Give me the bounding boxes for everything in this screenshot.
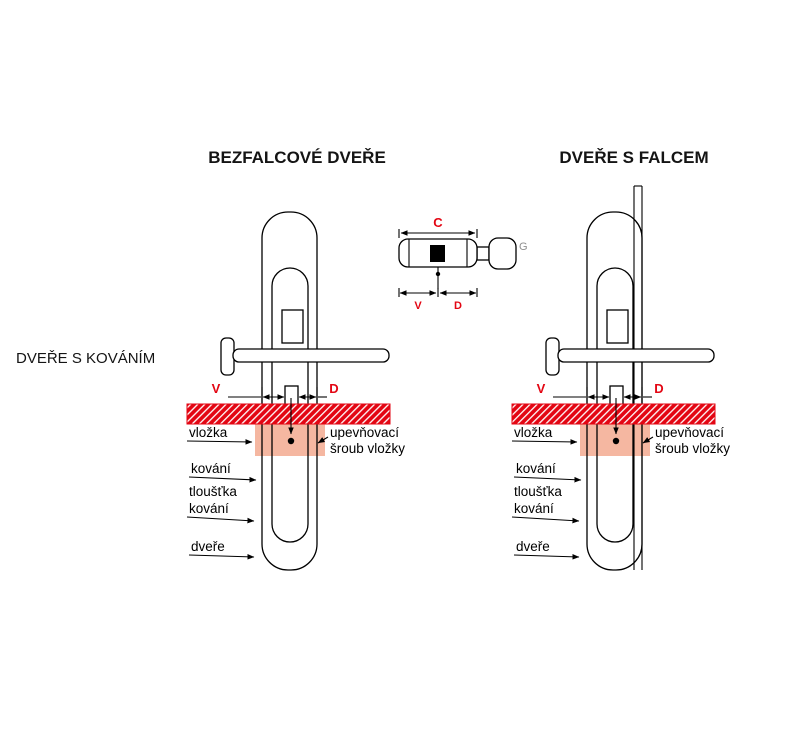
diagram-s-falcem: V D vložka kování tloušťka kování dveře … <box>511 185 730 571</box>
inset-dim-c-label: C <box>433 215 443 230</box>
label-tloustka-line2: kování <box>189 501 229 516</box>
dim-v-label: V <box>212 381 221 396</box>
label-sroub-line1: upevňovací <box>655 425 724 440</box>
leader-dvere <box>188 553 255 560</box>
label-tloustka-line1: tloušťka <box>514 484 562 499</box>
screw-dot <box>287 437 295 445</box>
title-s-falcem: DVEŘE S FALCEM <box>559 148 708 167</box>
dim-v-label: V <box>537 381 546 396</box>
cylinder-inset: C G V D <box>398 215 528 312</box>
measure-bar <box>186 403 391 425</box>
label-sroub-line2: šroub vložky <box>330 441 405 456</box>
dim-d-label: D <box>654 381 663 396</box>
knob-g-label: G <box>519 241 528 253</box>
label-dvere: dveře <box>191 539 225 554</box>
keyhole-cam <box>430 245 445 262</box>
thumbturn-knob <box>488 237 517 270</box>
handle-knob <box>545 337 560 376</box>
leader-tloustka <box>511 516 580 524</box>
label-kovani: kování <box>191 461 231 476</box>
label-sroub-line2: šroub vložky <box>655 441 730 456</box>
inset-dim-v-label: V <box>414 300 422 312</box>
leader-sroub <box>317 436 329 444</box>
cylinder-screw-hole <box>435 271 441 277</box>
leader-dvere <box>513 553 580 560</box>
label-tloustka-line1: tloušťka <box>189 484 237 499</box>
handle-bar <box>557 348 715 363</box>
label-vlozka: vložka <box>514 425 553 440</box>
leader-sroub <box>642 436 654 444</box>
leader-vlozka <box>186 439 253 445</box>
label-tloustka-line2: kování <box>514 501 554 516</box>
leader-kovani <box>188 476 257 483</box>
spindle-hole <box>606 309 629 344</box>
spindle-hole <box>281 309 304 344</box>
leader-vlozka <box>511 439 578 445</box>
handle-bar <box>232 348 390 363</box>
leader-kovani <box>513 476 582 483</box>
side-label-dvere-s-kovanim: DVEŘE S KOVÁNÍM <box>16 350 155 367</box>
label-sroub-line1: upevňovací <box>330 425 399 440</box>
knob-stem <box>476 246 490 261</box>
label-dvere: dveře <box>516 539 550 554</box>
leader-tloustka <box>186 516 255 524</box>
dim-d-label: D <box>329 381 338 396</box>
screw-dot <box>612 437 620 445</box>
label-kovani: kování <box>516 461 556 476</box>
label-vlozka: vložka <box>189 425 228 440</box>
measure-bar <box>511 403 716 425</box>
handle-knob <box>220 337 235 376</box>
diagram-bezfalcove: V D vložka kování tloušťka kování dveře … <box>186 211 405 571</box>
inset-dim-d-label: D <box>454 300 462 312</box>
title-bezfalcove: BEZFALCOVÉ DVEŘE <box>208 148 386 167</box>
